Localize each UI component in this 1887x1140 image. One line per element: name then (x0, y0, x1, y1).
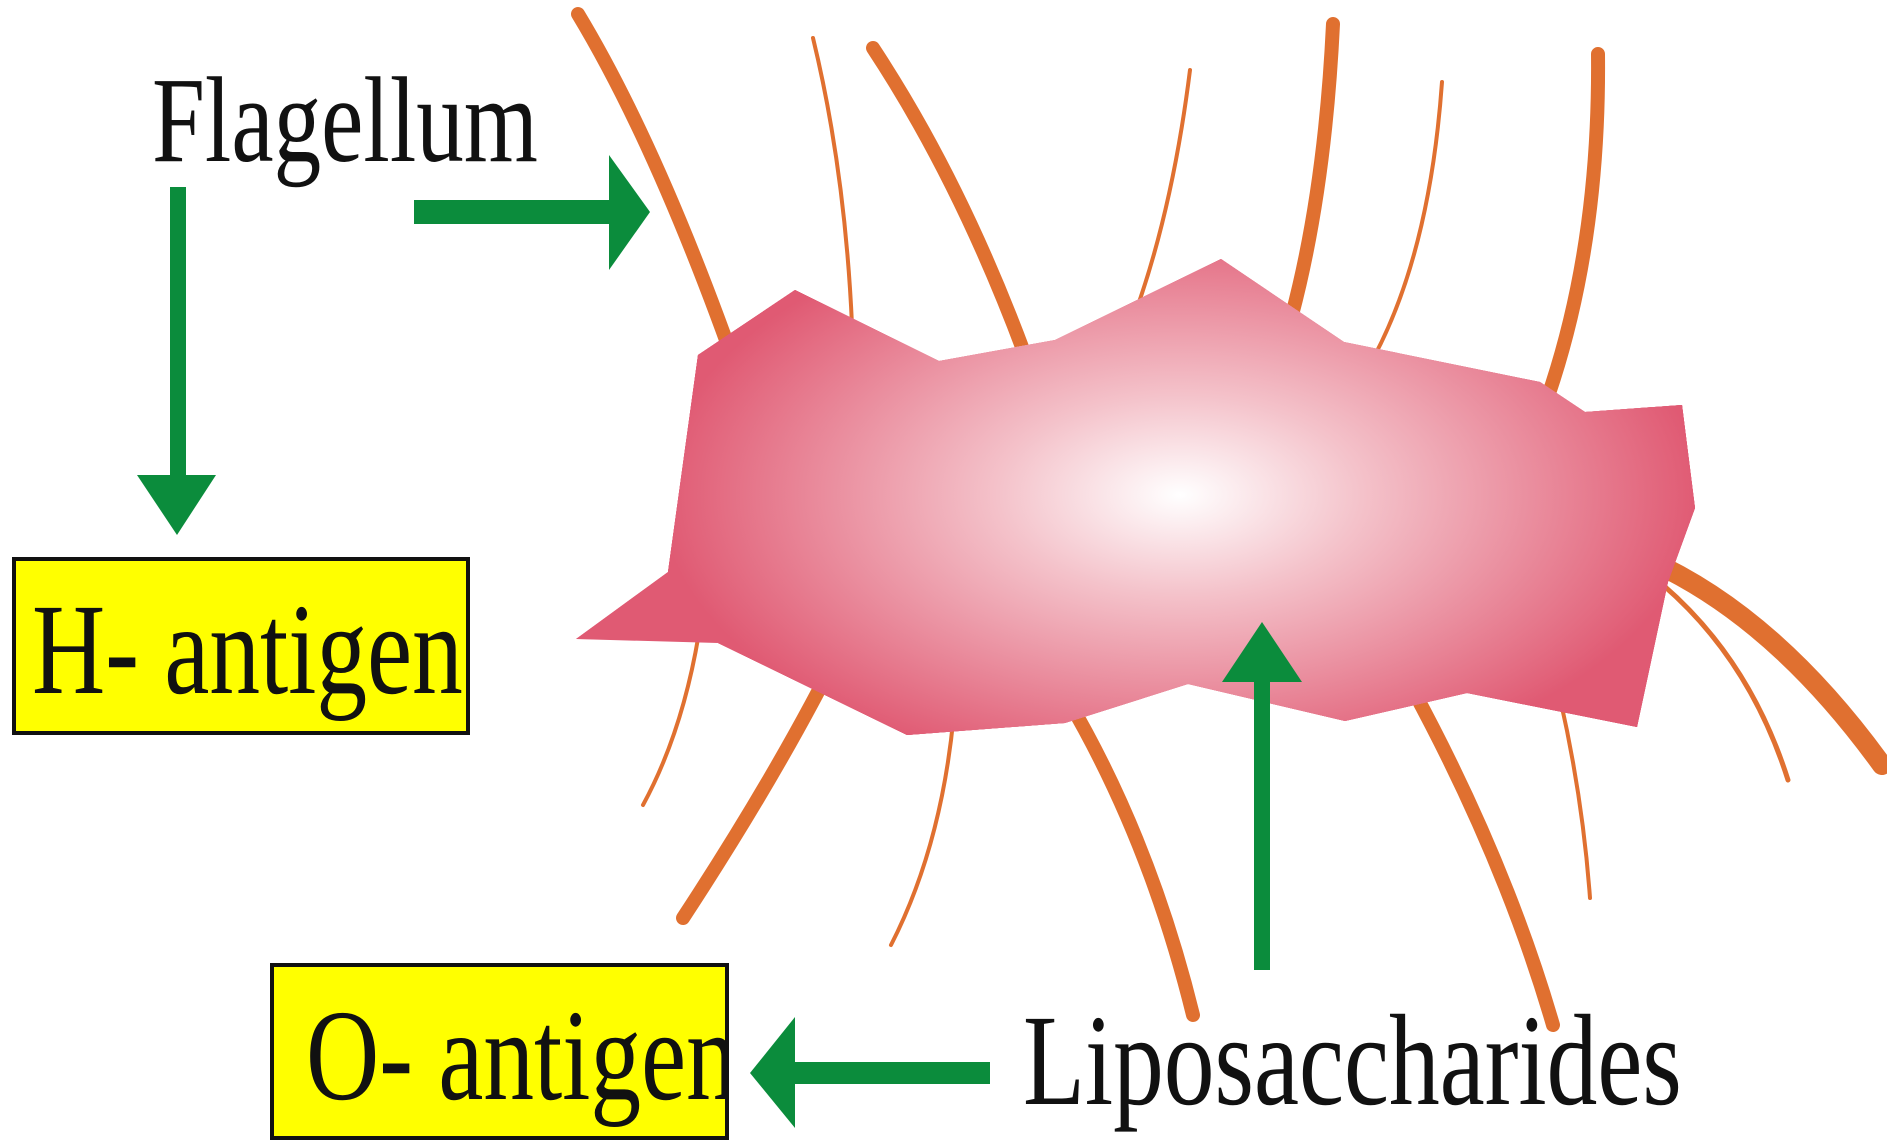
o-antigen-box: O- antigen (270, 963, 729, 1140)
flagellum-strand (1413, 690, 1553, 1025)
h-antigen-label: H- antigen (32, 585, 463, 715)
flagellum-strand (1068, 700, 1193, 1015)
bacterium-cell-fill (668, 259, 1695, 735)
flagellum-label: Flagellum (152, 60, 538, 182)
liposaccharides-pointer-arrow (1222, 622, 1302, 970)
flagellum-strand (1545, 54, 1598, 405)
flagellum-strand (813, 38, 852, 325)
o-antigen-label: O- antigen (306, 991, 729, 1121)
h-antigen-box: H- antigen (12, 557, 470, 735)
flagellum-to-h-antigen-arrow (137, 187, 216, 535)
flagellum-strand (1375, 82, 1442, 355)
flagellum-strand (873, 48, 1025, 355)
flagellum-strand (1637, 555, 1882, 765)
flagellum-strand (578, 14, 742, 385)
liposaccharides-label: Liposaccharides (1023, 996, 1682, 1126)
flagellum-strand (1292, 24, 1333, 315)
liposaccharides-to-o-antigen-arrow (750, 1017, 990, 1128)
